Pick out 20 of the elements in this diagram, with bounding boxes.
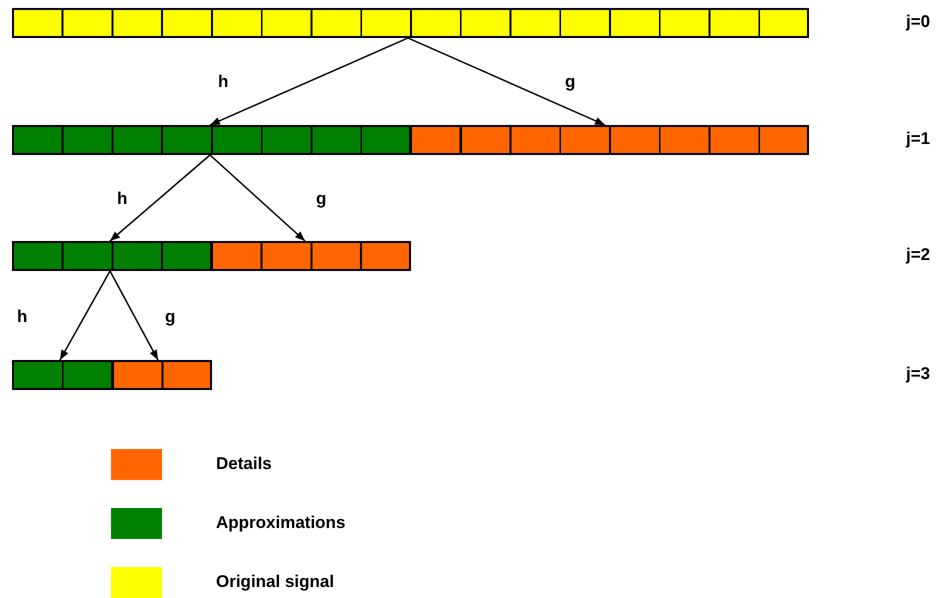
level-label: j=3 — [906, 364, 930, 384]
signal-bar — [112, 360, 212, 390]
signal-bar — [12, 125, 411, 155]
signal-bar — [12, 241, 212, 271]
legend-label: Approximations — [216, 513, 346, 533]
level-label: j=1 — [906, 129, 930, 149]
arrow — [110, 154, 210, 242]
arrow — [59, 270, 111, 360]
arrow — [210, 37, 408, 126]
legend-label: Original signal — [216, 572, 334, 592]
signal-bar — [12, 8, 809, 38]
level-label: j=0 — [906, 12, 930, 32]
legend-label: Details — [216, 454, 272, 474]
level-label: j=2 — [906, 245, 930, 265]
signal-bar — [12, 360, 112, 390]
arrow — [109, 270, 159, 360]
arrow — [210, 154, 306, 242]
signal-bar — [410, 125, 809, 155]
arrow — [408, 37, 606, 126]
signal-bar — [211, 241, 411, 271]
